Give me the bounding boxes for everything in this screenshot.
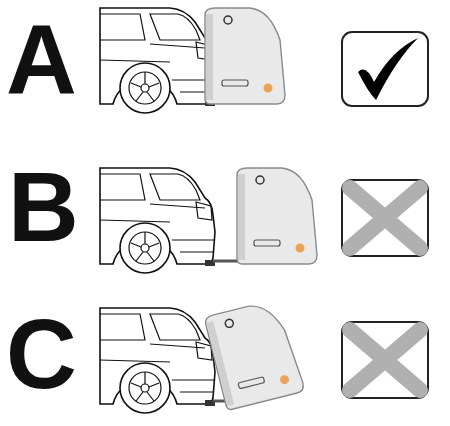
car-drawing [100,308,215,413]
carrier-box [205,8,285,104]
check-frame [342,32,428,106]
row-letter: B [8,158,79,256]
check-mark [358,38,418,100]
carrier-box [237,168,317,264]
row-b [100,168,428,273]
carrier-box [204,298,305,411]
row-a [100,8,428,113]
hitch-bar [213,260,240,263]
car-drawing [100,168,215,273]
row-c [100,298,428,413]
cross-icon [342,322,428,398]
car-drawing [100,8,215,113]
row-letter: C [6,305,77,403]
row-letter: A [6,10,77,108]
cross-icon [342,180,428,256]
